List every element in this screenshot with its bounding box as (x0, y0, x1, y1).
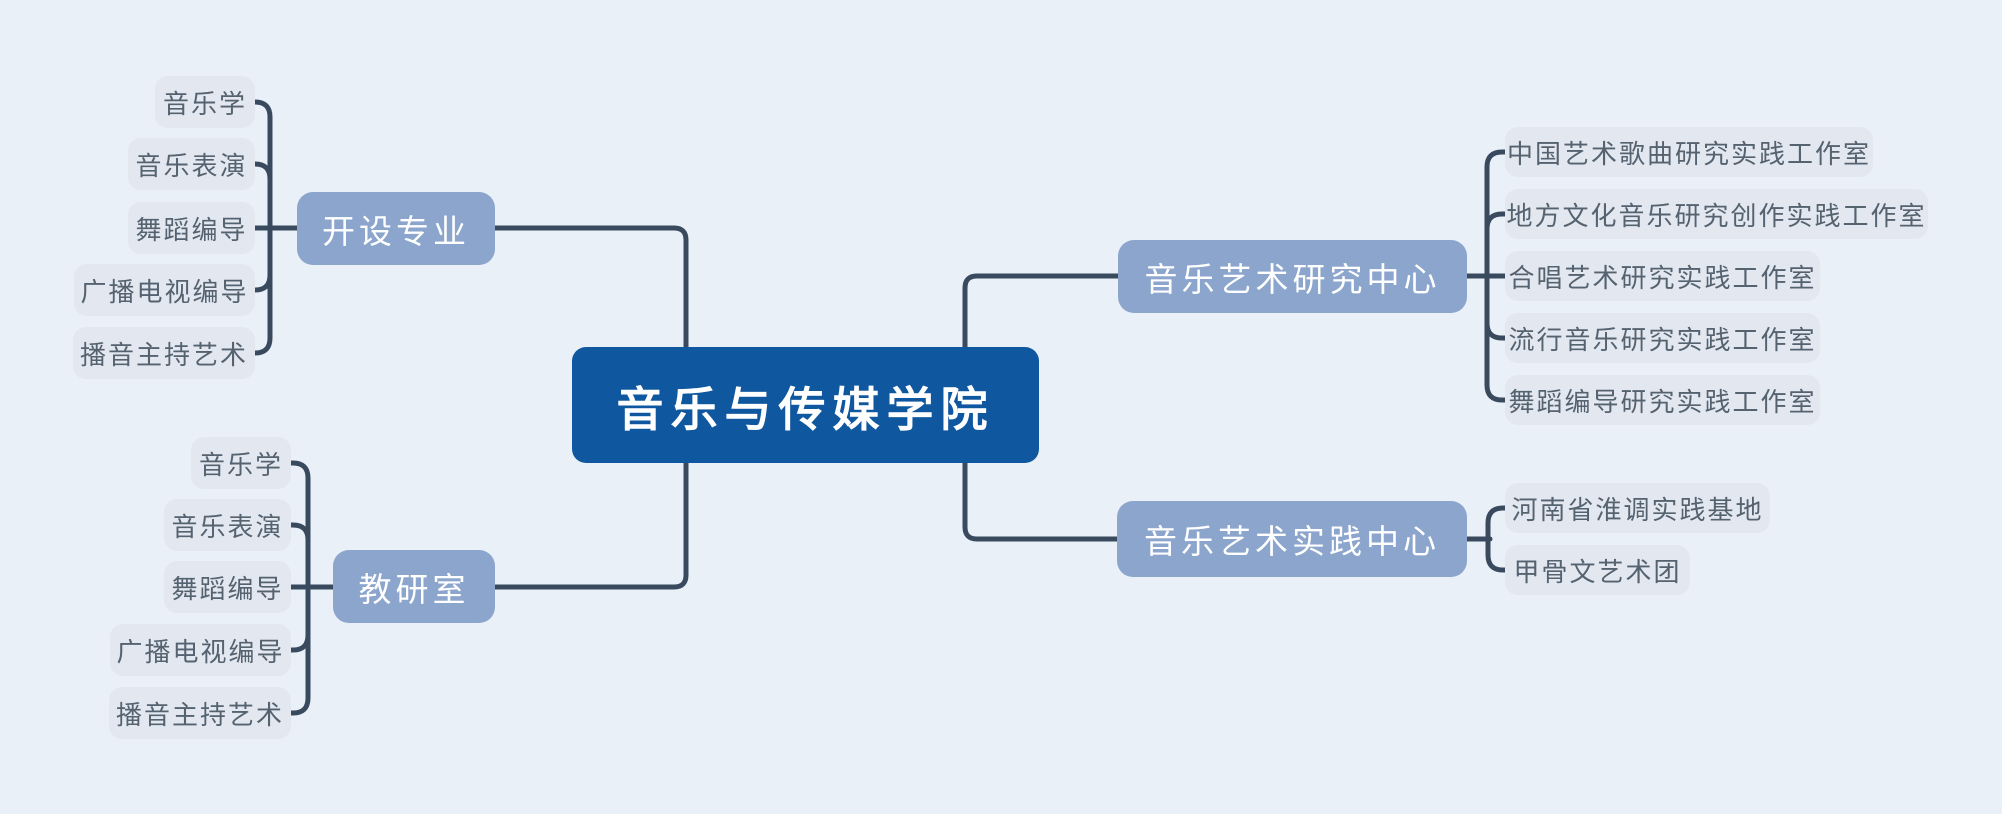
root-topic[interactable]: 音乐与传媒学院 (572, 347, 1039, 463)
child-topic-research-2[interactable]: 地方文化音乐研究创作实践工作室 (1505, 189, 1928, 239)
child-topic-research-3[interactable]: 合唱艺术研究实践工作室 (1505, 251, 1820, 301)
connector-branch-practice-center (962, 458, 1120, 542)
child-topic-office-3[interactable]: 舞蹈编导 (164, 561, 291, 613)
child-topic-office-2[interactable]: 音乐表演 (164, 499, 291, 551)
child-topic-majors-4[interactable]: 广播电视编导 (74, 264, 255, 316)
child-topic-majors-1[interactable]: 音乐学 (155, 76, 255, 128)
connector-majors-child-2 (252, 161, 273, 231)
connector-research-child-1 (1484, 149, 1508, 279)
connector-research-child-4 (1484, 273, 1508, 341)
child-topic-research-4[interactable]: 流行音乐研究实践工作室 (1505, 313, 1820, 363)
connector-practice-child-2 (1485, 536, 1508, 573)
connector-branch-majors (492, 225, 689, 351)
connector-research-child-2 (1484, 211, 1508, 279)
child-topic-research-5[interactable]: 舞蹈编导研究实践工作室 (1505, 375, 1820, 425)
branch-topic-research-center[interactable]: 音乐艺术研究中心 (1118, 240, 1467, 313)
child-topic-practice-1[interactable]: 河南省淮调实践基地 (1505, 483, 1770, 533)
child-topic-office-4[interactable]: 广播电视编导 (110, 624, 291, 676)
connector-office-child-2 (288, 522, 311, 590)
connector-branch-research-center (962, 273, 1121, 351)
branch-topic-majors[interactable]: 开设专业 (297, 192, 495, 265)
connector-office-child-1 (288, 460, 311, 590)
branch-topic-practice-center[interactable]: 音乐艺术实践中心 (1117, 501, 1467, 577)
child-topic-practice-2[interactable]: 甲骨文艺术团 (1505, 545, 1690, 595)
child-topic-majors-3[interactable]: 舞蹈编导 (128, 202, 255, 254)
connector-research-child-5 (1484, 273, 1508, 403)
connector-branch-teaching-office (492, 458, 689, 590)
connector-majors-child-4 (252, 225, 273, 293)
branch-topic-teaching-office[interactable]: 教研室 (333, 550, 495, 623)
child-topic-office-1[interactable]: 音乐学 (191, 437, 291, 489)
child-topic-majors-5[interactable]: 播音主持艺术 (73, 327, 255, 379)
child-topic-office-5[interactable]: 播音主持艺术 (109, 687, 291, 739)
child-topic-majors-2[interactable]: 音乐表演 (128, 138, 255, 190)
connector-majors-child-1 (252, 99, 273, 231)
connector-practice-child-1 (1485, 505, 1508, 542)
connector-office-child-5 (288, 584, 311, 716)
child-topic-research-1[interactable]: 中国艺术歌曲研究实践工作室 (1505, 127, 1873, 177)
connector-majors-child-5 (252, 225, 273, 356)
connector-office-child-4 (288, 584, 311, 653)
